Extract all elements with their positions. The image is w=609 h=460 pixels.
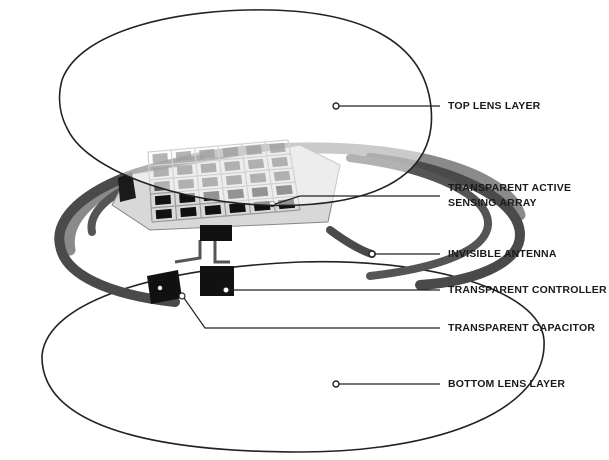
sensor-cell: [180, 206, 197, 218]
sensor-cell: [155, 208, 172, 220]
top-lens-marker: [332, 102, 340, 110]
trace-wire: [174, 240, 230, 264]
sensor-cell: [204, 204, 222, 216]
transparent-capacitor-chip: [147, 270, 182, 304]
label-transparent-controller: TRANSPARENT CONTROLLER: [448, 284, 607, 296]
antenna-marker: [368, 250, 376, 258]
ring-side-chip: [118, 172, 136, 202]
bottom-lens-marker: [332, 380, 340, 388]
label-transparent-capacitor: TRANSPARENT CAPACITOR: [448, 322, 596, 334]
bottom-lens-layer: [41, 260, 545, 453]
sensor-cell: [154, 194, 171, 206]
label-bottom-lens-layer: BOTTOM LENS LAYER: [448, 378, 566, 390]
capacitor-marker: [157, 285, 163, 291]
label-invisible-antenna: INVISIBLE ANTENNA: [448, 248, 557, 260]
leader-capacitor: [183, 297, 440, 329]
antenna-tail: [326, 226, 376, 258]
label-sensing-array-line1: TRANSPARENT ACTIVE: [448, 182, 572, 194]
sensor-cell: [229, 202, 246, 214]
top-lens-layer: [58, 9, 433, 207]
label-sensing-array-line2: SENSING ARRAY: [448, 197, 537, 209]
grid-line: [151, 209, 301, 223]
label-top-lens-layer: TOP LENS LAYER: [448, 100, 541, 112]
array-connector-chip: [200, 225, 232, 241]
capacitor-lead-marker: [178, 292, 186, 300]
controller-marker: [222, 286, 230, 294]
leader-sensing-array: [274, 195, 440, 205]
